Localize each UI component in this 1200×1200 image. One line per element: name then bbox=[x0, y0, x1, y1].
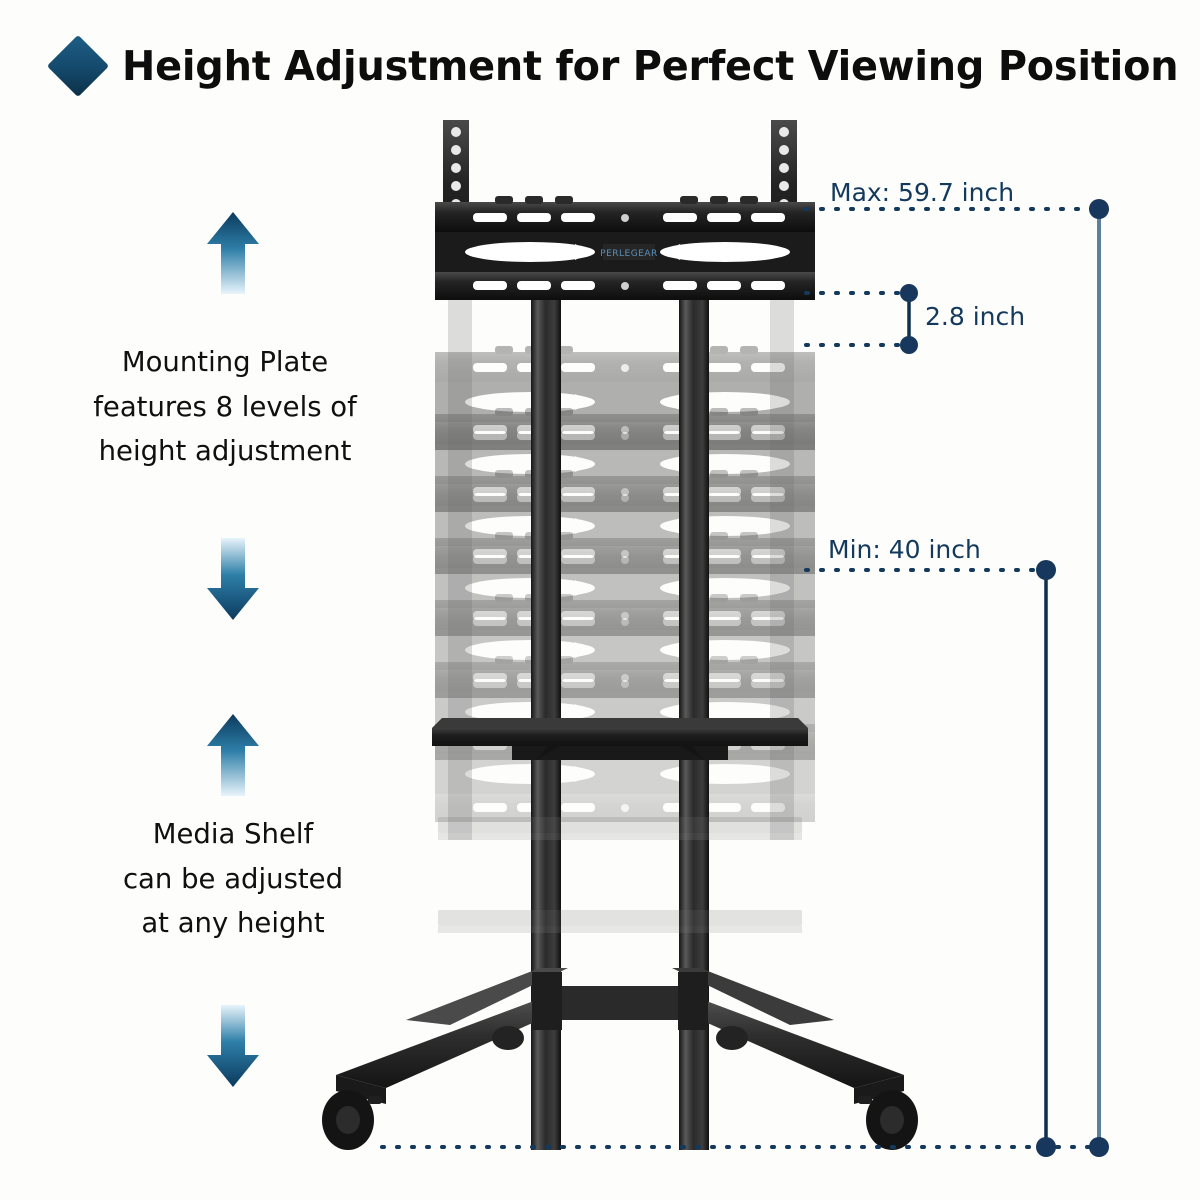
callout-media-shelf: Media Shelf can be adjusted at any heigh… bbox=[68, 812, 398, 946]
callout-line: height adjustment bbox=[98, 435, 352, 468]
casters bbox=[322, 1026, 918, 1150]
page-title-row: Height Adjustment for Perfect Viewing Po… bbox=[46, 34, 1200, 98]
callout-line: at any height bbox=[141, 907, 325, 940]
product-illustration: PERLEGEAR bbox=[300, 120, 940, 1150]
callout-line: features 8 levels of bbox=[93, 390, 357, 423]
arrow-down-icon bbox=[205, 538, 261, 622]
callout-line: can be adjusted bbox=[122, 862, 344, 895]
max-bottom-endpoint bbox=[1089, 1137, 1109, 1157]
min-top-endpoint bbox=[1036, 560, 1056, 580]
arrow-down-icon bbox=[205, 1005, 261, 1089]
callout-line: Mounting Plate bbox=[121, 346, 329, 378]
callout-mounting-plate: Mounting Plate features 8 levels of heig… bbox=[60, 340, 390, 474]
svg-text:PERLEGEAR: PERLEGEAR bbox=[600, 249, 658, 259]
min-bottom-endpoint bbox=[1036, 1137, 1056, 1157]
callout-line: Media Shelf bbox=[152, 818, 314, 850]
diamond-icon bbox=[46, 34, 110, 98]
ghost-rails bbox=[448, 280, 794, 840]
media-shelf-active bbox=[432, 718, 808, 760]
arrow-up-icon bbox=[205, 712, 261, 796]
dimension-label-min: Min: 40 inch bbox=[828, 535, 981, 564]
mounting-plate-active: PERLEGEAR bbox=[435, 196, 815, 300]
dimension-label-max: Max: 59.7 inch bbox=[830, 178, 1015, 207]
ghost-shelves bbox=[438, 817, 802, 933]
page-title: Height Adjustment for Perfect Viewing Po… bbox=[122, 41, 1179, 90]
arrow-up-icon bbox=[205, 210, 261, 294]
dimension-label-step: 2.8 inch bbox=[925, 302, 1026, 331]
max-top-endpoint bbox=[1089, 199, 1109, 219]
stand-base bbox=[336, 968, 904, 1104]
